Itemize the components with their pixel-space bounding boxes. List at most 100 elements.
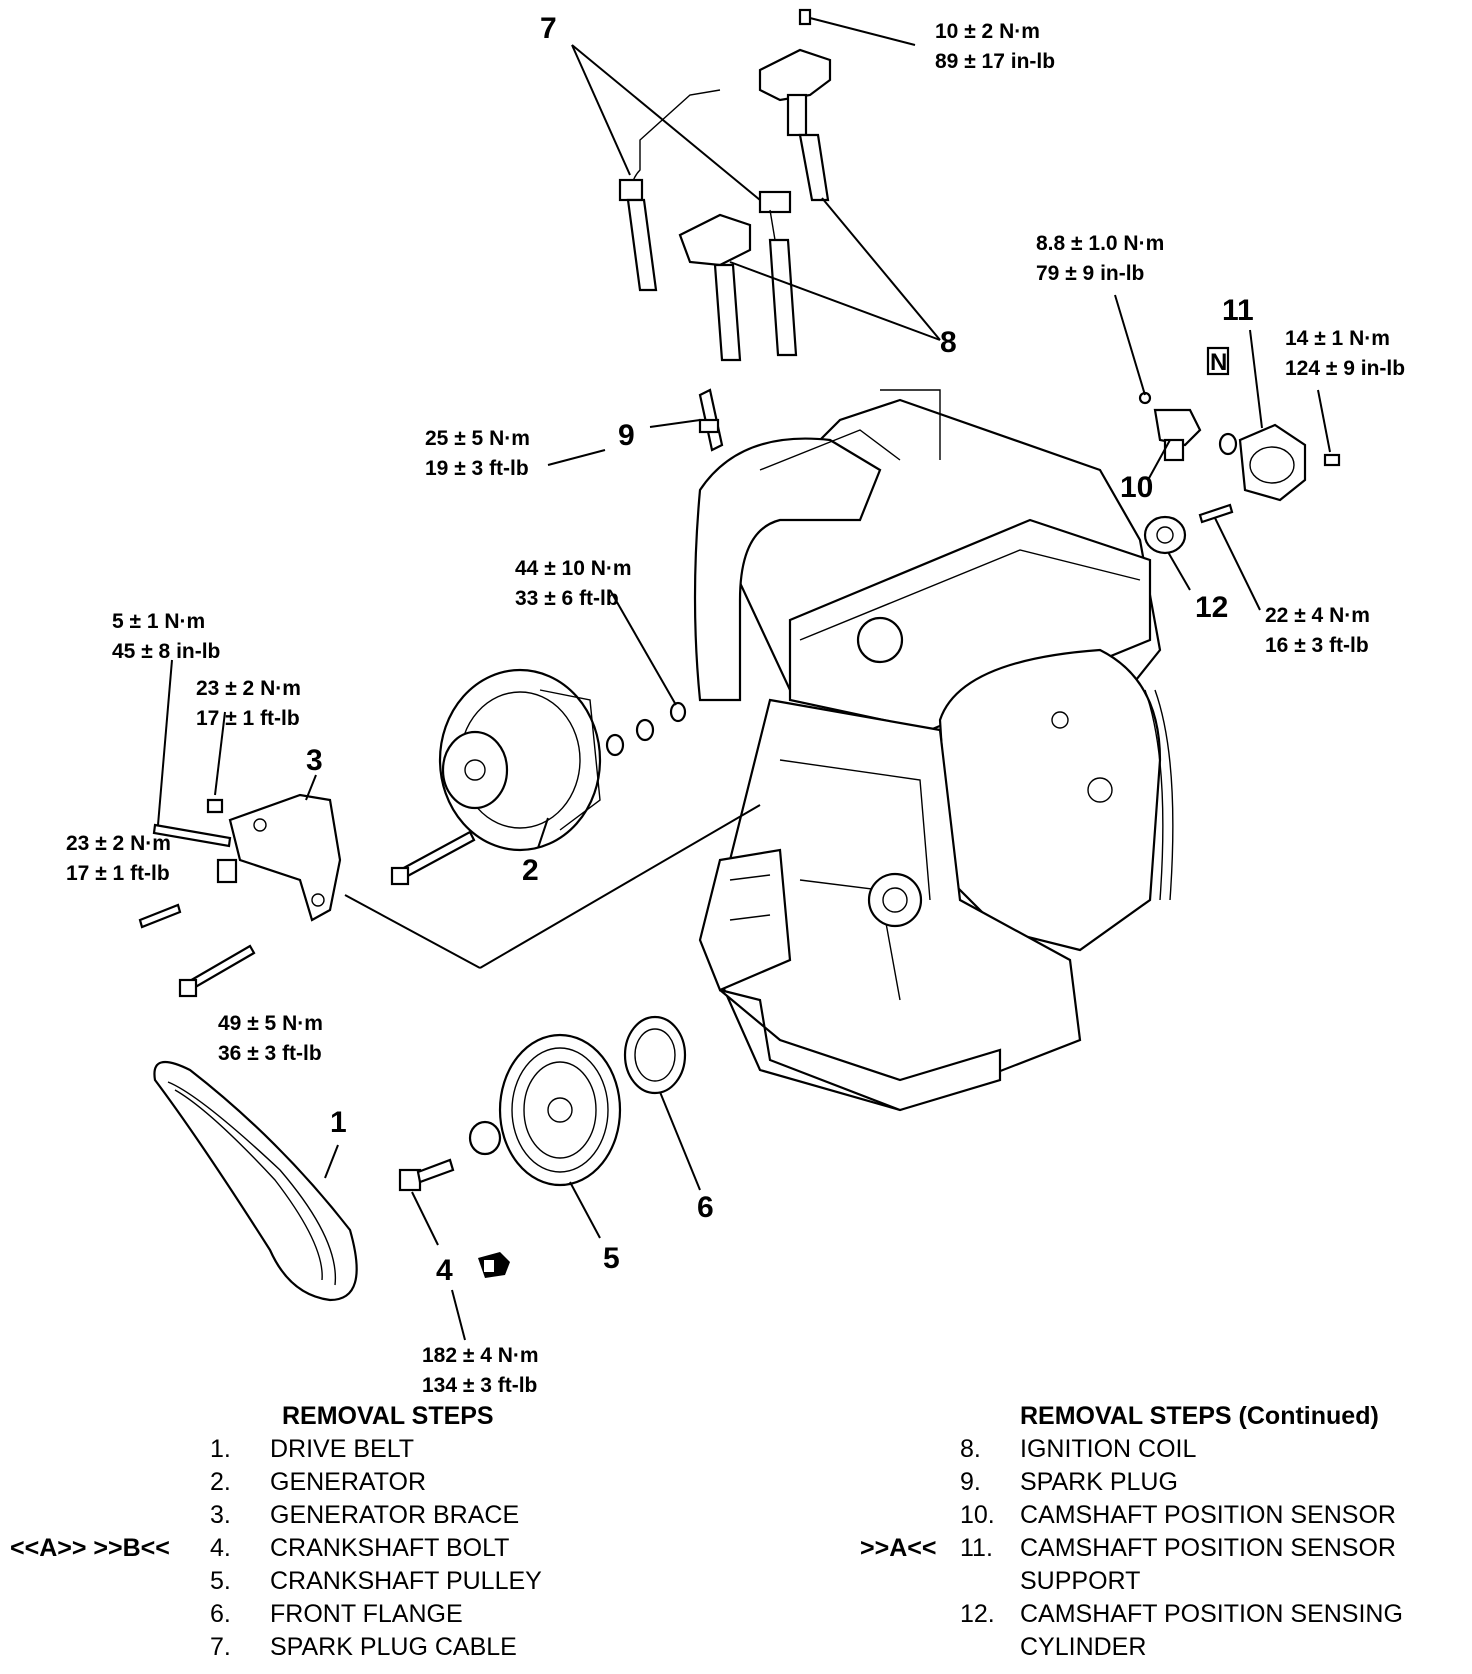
torque-crankshaft-bolt-nm: 182 ± 4 N·m: [422, 1344, 539, 1367]
step-number: 7.: [210, 1633, 231, 1661]
step-mark: [860, 1598, 960, 1631]
o-ring: [1206, 346, 1238, 456]
step-row: 9. SPARK PLUG: [860, 1466, 1403, 1499]
generator-bolt: [178, 944, 256, 998]
step-label: DRIVE BELT: [270, 1435, 415, 1463]
step-row-continuation: SUPPORT: [860, 1565, 1403, 1598]
camshaft-position-sensing-cylinder: [1143, 503, 1234, 555]
support-bolt: [1323, 453, 1341, 467]
step-number: 10.: [960, 1501, 995, 1529]
step-mark: [10, 1565, 210, 1598]
callout-2: 2: [522, 854, 539, 887]
step-label-continuation: SUPPORT: [1020, 1567, 1141, 1595]
torque-brace-bolt-a-nm: 5 ± 1 N·m: [112, 610, 205, 633]
step-row: 6. FRONT FLANGE: [10, 1598, 542, 1631]
step-number: 4.: [210, 1534, 231, 1562]
step-row-continuation: CYLINDER: [860, 1631, 1403, 1664]
removal-steps-header-row: REMOVAL STEPS: [10, 1400, 542, 1433]
step-number: 3.: [210, 1501, 231, 1529]
step-mark: [10, 1433, 210, 1466]
step-mark: >>A<<: [860, 1534, 937, 1562]
step-label: CAMSHAFT POSITION SENSOR: [1020, 1534, 1396, 1562]
step-row: >>A<< 11. CAMSHAFT POSITION SENSOR: [860, 1532, 1403, 1565]
step-mark: [10, 1466, 210, 1499]
crankshaft-pulley: [498, 1033, 622, 1187]
step-label: CAMSHAFT POSITION SENSOR: [1020, 1501, 1396, 1529]
torque-cylinder-bolt-nm: 22 ± 4 N·m: [1265, 604, 1370, 627]
step-number: 6.: [210, 1600, 231, 1628]
step-mark: [860, 1499, 960, 1532]
callout-9: 9: [618, 419, 635, 452]
torque-coil-bolt-nm: 10 ± 2 N·m: [935, 20, 1040, 43]
step-row: 8. IGNITION COIL: [860, 1433, 1403, 1466]
step-row: 3. GENERATOR BRACE: [10, 1499, 542, 1532]
callout-10: 10: [1120, 471, 1153, 504]
torque-cam-sensor-nm: 8.8 ± 1.0 N·m: [1036, 232, 1164, 255]
brace-bolt-long: [152, 823, 232, 848]
callout-1: 1: [330, 1106, 347, 1139]
removal-steps-list: REMOVAL STEPS 1. DRIVE BELT 2. GENERATOR 3…: [10, 1400, 542, 1664]
step-mark: [10, 1499, 210, 1532]
step-label: IGNITION COIL: [1020, 1435, 1197, 1463]
step-label: SPARK PLUG CABLE: [270, 1633, 517, 1661]
coil-bolt: [798, 8, 916, 46]
exploded-engine-diagram: 1 2 3 4 5 6 7 8 9 10 11 12 N 10 ± 2 N·m …: [66, 8, 1405, 1397]
step-row: 7. SPARK PLUG CABLE: [10, 1631, 542, 1664]
step-number: 12.: [960, 1600, 995, 1628]
step-label: CAMSHAFT POSITION SENSING: [1020, 1600, 1403, 1628]
torque-spark-plug-imp: 19 ± 3 ft-lb: [425, 457, 529, 480]
callout-7: 7: [540, 12, 557, 45]
step-label: GENERATOR: [270, 1468, 427, 1496]
step-label: SPARK PLUG: [1020, 1468, 1178, 1496]
torque-brace-bolt-b-imp: 17 ± 1 ft-lb: [196, 707, 300, 730]
drive-belt: [153, 1060, 358, 1302]
camshaft-position-sensor: [1138, 391, 1202, 462]
step-row: 12. CAMSHAFT POSITION SENSING: [860, 1598, 1403, 1631]
torque-brace-bolt-c-nm: 23 ± 2 N·m: [66, 832, 171, 855]
callout-5: 5: [603, 1242, 620, 1275]
generator-brace: [228, 793, 342, 922]
generator-long-bolt: [390, 830, 476, 886]
torque-coil-bolt-imp: 89 ± 17 in-lb: [935, 50, 1055, 73]
torque-cam-sensor-imp: 79 ± 9 in-lb: [1036, 262, 1144, 285]
step-number: 8.: [960, 1435, 981, 1463]
brace-bolt-lower: [138, 903, 182, 929]
step-row: <<A>> >>B<<4.CRANKSHAFT BOLT: [10, 1532, 542, 1565]
torque-crankshaft-bolt-imp: 134 ± 3 ft-lb: [422, 1374, 537, 1397]
torque-generator-bolt-nm: 49 ± 5 N·m: [218, 1012, 323, 1035]
torque-generator-nut-nm: 44 ± 10 N·m: [515, 557, 632, 580]
torque-generator-bolt-imp: 36 ± 3 ft-lb: [218, 1042, 322, 1065]
torque-spark-plug-nm: 25 ± 5 N·m: [425, 427, 530, 450]
camshaft-position-sensor-support: [1238, 423, 1307, 502]
callout-11: 11: [1222, 294, 1254, 327]
step-label: CRANKSHAFT PULLEY: [270, 1567, 542, 1595]
callout-12: 12: [1195, 591, 1228, 624]
step-number: 11.: [960, 1534, 993, 1562]
removal-steps-continued-header-row: REMOVAL STEPS (Continued): [860, 1400, 1403, 1433]
step-label: GENERATOR BRACE: [270, 1501, 520, 1529]
brace-clip: [216, 858, 238, 884]
step-row: 5.CRANKSHAFT PULLEY: [10, 1565, 542, 1598]
step-number: 9.: [960, 1468, 981, 1496]
step-row: 2. GENERATOR: [10, 1466, 542, 1499]
step-label: FRONT FLANGE: [270, 1600, 463, 1628]
removal-steps-title: REMOVAL STEPS: [282, 1402, 494, 1430]
step-row: 1. DRIVE BELT: [10, 1433, 542, 1466]
step-number: 2.: [210, 1468, 231, 1496]
step-row: 10. CAMSHAFT POSITION SENSOR: [860, 1499, 1403, 1532]
step-mark: <<A>> >>B<<: [10, 1534, 170, 1562]
torque-sensor-support-nm: 14 ± 1 N·m: [1285, 327, 1390, 350]
callout-3: 3: [306, 744, 323, 777]
ignition-coil-upper: [758, 48, 832, 202]
front-flange: [623, 1015, 687, 1095]
removal-steps-continued-title: REMOVAL STEPS (Continued): [1020, 1402, 1379, 1430]
step-number: 1.: [210, 1435, 231, 1463]
step-mark: [860, 1466, 960, 1499]
torque-brace-bolt-b-nm: 23 ± 2 N·m: [196, 677, 301, 700]
step-mark: [10, 1631, 210, 1664]
callout-4: 4: [436, 1254, 453, 1287]
step-mark: [860, 1433, 960, 1466]
brace-bolt-short: [206, 798, 224, 814]
step-mark: [10, 1598, 210, 1631]
generator: [438, 668, 602, 852]
